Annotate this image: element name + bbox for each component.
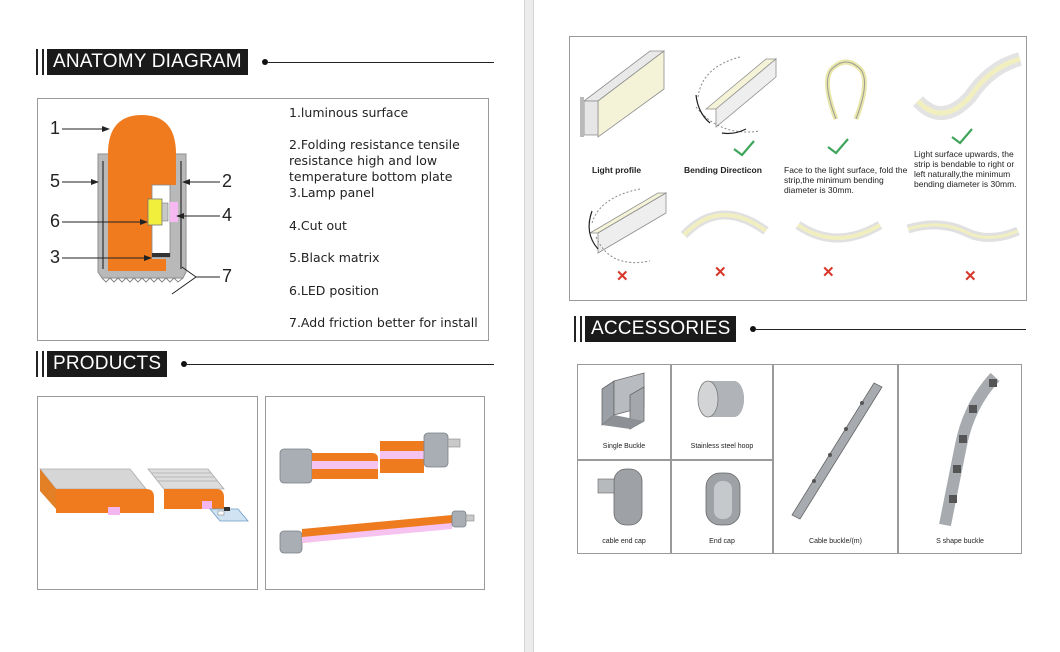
accessory-s-shape-buckle: S shape buckle <box>898 364 1022 554</box>
end-cap-icon <box>705 472 741 526</box>
caption-face-fold: Face to the light surface, fold the stri… <box>784 165 908 195</box>
anatomy-item-1: 1.luminous surface <box>289 105 409 120</box>
callout-7: 7 <box>222 266 233 286</box>
anatomy-box: 1 5 6 3 2 4 7 1.luminous surface 2.Foldi… <box>37 98 489 341</box>
header-dot <box>750 326 757 332</box>
accessory-end-cap: End cap <box>671 460 773 554</box>
bending-diagram-box: Light profile Bending Directicon Face to… <box>569 36 1027 301</box>
cross-mark-1: ✕ <box>616 268 629 285</box>
accessory-label: Cable buckle/(m) <box>809 538 862 545</box>
callout-1: 1 <box>50 118 61 138</box>
header-bars <box>36 351 44 377</box>
s-buckle-icon <box>939 372 1000 527</box>
anatomy-item-3: 3.Lamp panel <box>289 185 375 200</box>
accessory-label: cable end cap <box>602 538 646 545</box>
anatomy-item-6: 6.LED position <box>289 283 379 298</box>
callout-6: 6 <box>50 211 61 231</box>
accessories-grid: Single Buckle Stainless steel hoop Cable… <box>577 364 1022 554</box>
caption-light-profile: Light profile <box>592 165 642 175</box>
bending-diagram <box>580 50 1023 264</box>
anatomy-item-7: 7.Add friction better for install <box>289 315 478 330</box>
accessory-label: Single Buckle <box>602 443 646 450</box>
header-rule <box>267 61 494 63</box>
product-strip-illustration <box>39 468 249 522</box>
single-buckle-icon <box>601 372 645 430</box>
callout-2: 2 <box>222 171 233 191</box>
accessory-single-buckle: Single Buckle <box>577 364 671 460</box>
accessories-title: ACCESSORIES <box>585 316 737 342</box>
hoop-icon <box>697 380 744 418</box>
page-gutter <box>524 0 534 652</box>
header-dot <box>261 59 268 65</box>
header-rule <box>756 328 1026 330</box>
callout-5: 5 <box>50 171 61 191</box>
cross-mark-2: ✕ <box>714 264 727 281</box>
anatomy-section-header: ANATOMY DIAGRAM <box>36 49 494 75</box>
header-bars <box>574 316 582 342</box>
products-section-header: PRODUCTS <box>36 351 494 377</box>
callout-4: 4 <box>222 205 233 225</box>
cross-mark-3: ✕ <box>822 264 835 281</box>
accessories-section-header: ACCESSORIES <box>574 316 1026 342</box>
product-image-1 <box>37 396 258 590</box>
products-title: PRODUCTS <box>47 351 168 377</box>
right-page: Light profile Bending Directicon Face to… <box>534 0 1060 652</box>
callout-3: 3 <box>50 247 61 267</box>
header-rule <box>187 363 494 365</box>
cross-mark-4: ✕ <box>964 268 977 285</box>
accessory-cable-end-cap: cable end cap <box>577 460 671 554</box>
accessory-stainless-hoop: Stainless steel hoop <box>671 364 773 460</box>
accessory-label: End cap <box>709 538 735 545</box>
header-bars <box>36 49 44 75</box>
cable-buckle-icon <box>791 382 883 520</box>
anatomy-title: ANATOMY DIAGRAM <box>47 49 248 75</box>
product-bar-illustration <box>279 432 475 554</box>
anatomy-item-5: 5.Black matrix <box>289 250 380 265</box>
anatomy-diagram <box>62 115 220 295</box>
accessory-label: S shape buckle <box>936 538 984 545</box>
accessory-label: Stainless steel hoop <box>690 443 754 450</box>
cable-end-cap-icon <box>597 468 643 526</box>
product-image-2 <box>265 396 485 590</box>
header-dot <box>181 361 188 367</box>
anatomy-item-4: 4.Cut out <box>289 218 347 233</box>
accessory-cable-buckle: Cable buckle/(m) <box>773 364 898 554</box>
caption-bending-direction: Bending Directicon <box>684 165 762 175</box>
left-page: ANATOMY DIAGRAM <box>0 0 524 652</box>
anatomy-item-2: 2.Folding resistance tensile resistance … <box>289 137 460 184</box>
caption-upwards: Light surface upwards, the strip is bend… <box>914 149 1017 189</box>
